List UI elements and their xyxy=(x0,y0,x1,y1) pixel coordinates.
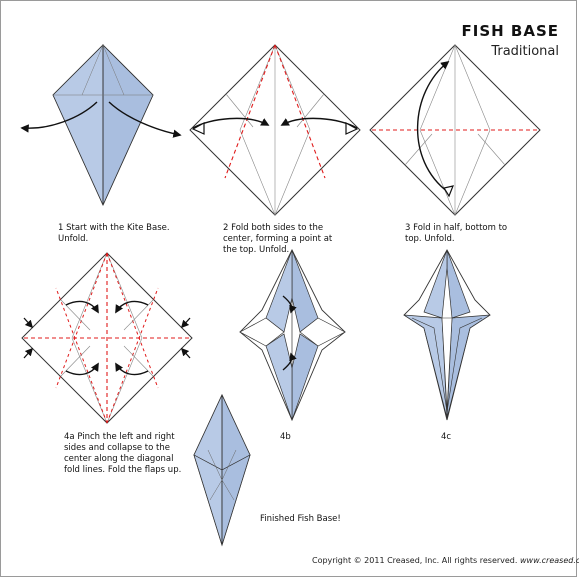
step4c-caption: 4c xyxy=(441,432,452,442)
footer-copyright: Copyright © 2011 Creased, Inc. All right… xyxy=(312,556,579,565)
step2-caption: 2 Fold both sides to the center, forming… xyxy=(223,223,333,255)
finished-caption: Finished Fish Base! xyxy=(260,514,341,524)
step2-figure xyxy=(189,44,361,216)
step1-caption: 1 Start with the Kite Base. Unfold. xyxy=(58,223,170,244)
diagram-subtitle: Traditional xyxy=(491,44,559,59)
finished-fish-base-figure xyxy=(193,393,251,547)
step4b-caption: 4b xyxy=(280,432,291,442)
step4a-caption: 4a Pinch the left and right sides and co… xyxy=(64,432,182,475)
site-link[interactable]: www.creased.com xyxy=(519,556,579,565)
copyright-text: Copyright © 2011 Creased, Inc. All right… xyxy=(312,556,518,565)
step4c-figure xyxy=(403,249,491,421)
diagram-title: FISH BASE xyxy=(461,22,559,40)
step3-figure xyxy=(369,44,541,216)
step4b-figure xyxy=(239,248,346,422)
step3-caption: 3 Fold in half, bottom to top. Unfold. xyxy=(405,223,508,244)
step1-figure xyxy=(20,44,182,206)
step4a-figure xyxy=(21,252,193,424)
